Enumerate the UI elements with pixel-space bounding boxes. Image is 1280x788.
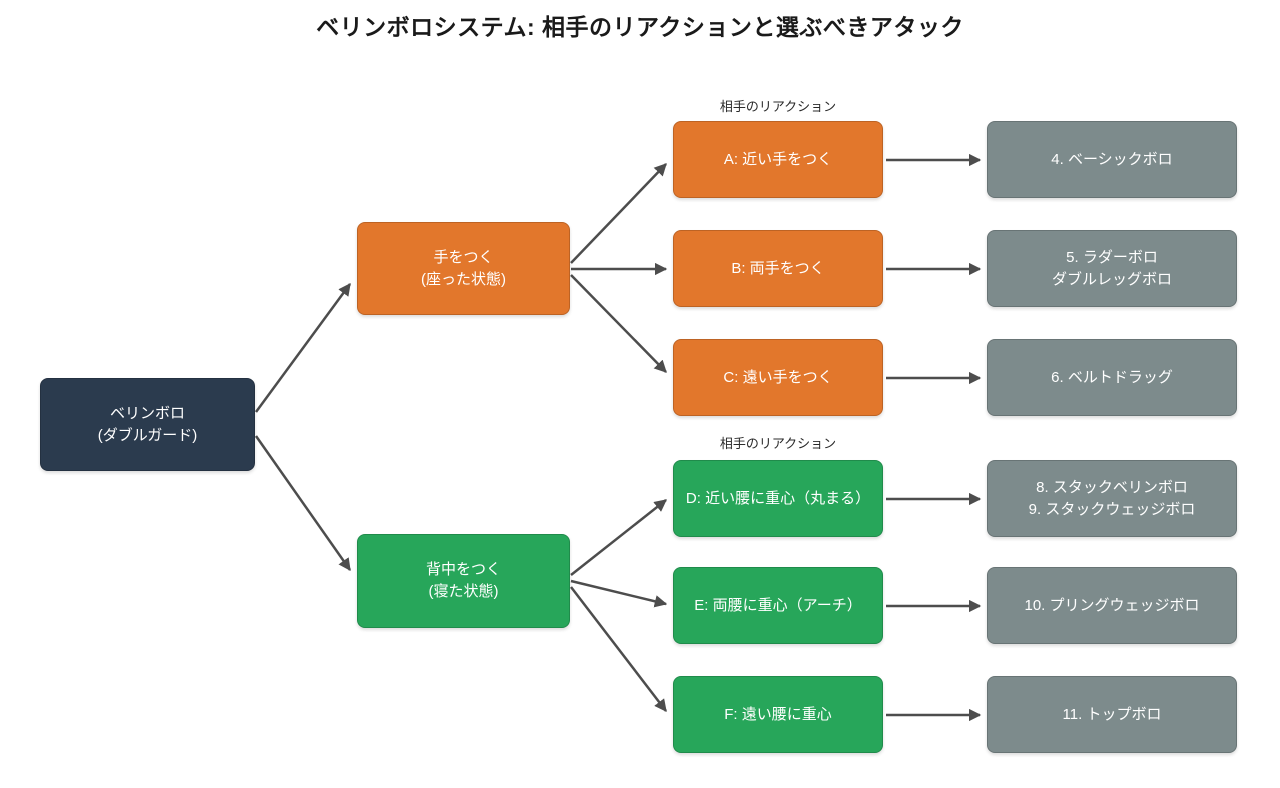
node-attack-6-belt-drag: 6. ベルトドラッグ [987, 339, 1237, 416]
node-attack-4-basic-bolo: 4. ベーシックボロ [987, 121, 1237, 198]
connector-root-to-hands [254, 282, 352, 413]
node-attack-8-9-stack-bolos: 8. スタックベリンボロ 9. スタックウェッジボロ [987, 460, 1237, 537]
connector-root-to-back [254, 435, 352, 572]
node-branch-hands-on-mat: 手をつく (座った状態) [357, 222, 570, 315]
node-branch-back-on-mat: 背中をつく (寝た状態) [357, 534, 570, 628]
node-reaction-c: C: 遠い手をつく [673, 339, 883, 416]
node-reaction-f: F: 遠い腰に重心 [673, 676, 883, 753]
reaction-header-top: 相手のリアクション [719, 99, 837, 114]
connector-back-to-f [570, 586, 667, 712]
connector-back-to-d [570, 499, 667, 576]
node-reaction-d: D: 近い腰に重心（丸まる） [673, 460, 883, 537]
connector-hands-to-a [570, 163, 667, 264]
node-root-berimbolo: ベリンボロ (ダブルガード) [40, 378, 255, 471]
node-attack-5-ladder-doubleleg-bolo: 5. ラダーボロ ダブルレッグボロ [987, 230, 1237, 307]
node-reaction-e: E: 両腰に重心（アーチ） [673, 567, 883, 644]
node-reaction-a: A: 近い手をつく [673, 121, 883, 198]
node-attack-11-top-bolo: 11. トップボロ [987, 676, 1237, 753]
connector-back-to-e [570, 579, 668, 608]
reaction-header-bottom: 相手のリアクション [719, 436, 837, 451]
node-reaction-b: B: 両手をつく [673, 230, 883, 307]
diagram-title: ベリンボロシステム: 相手のリアクションと選ぶべきアタック [316, 14, 964, 40]
connector-hands-to-c [570, 274, 667, 373]
node-attack-10-pulling-wedge-bolo: 10. プリングウェッジボロ [987, 567, 1237, 644]
